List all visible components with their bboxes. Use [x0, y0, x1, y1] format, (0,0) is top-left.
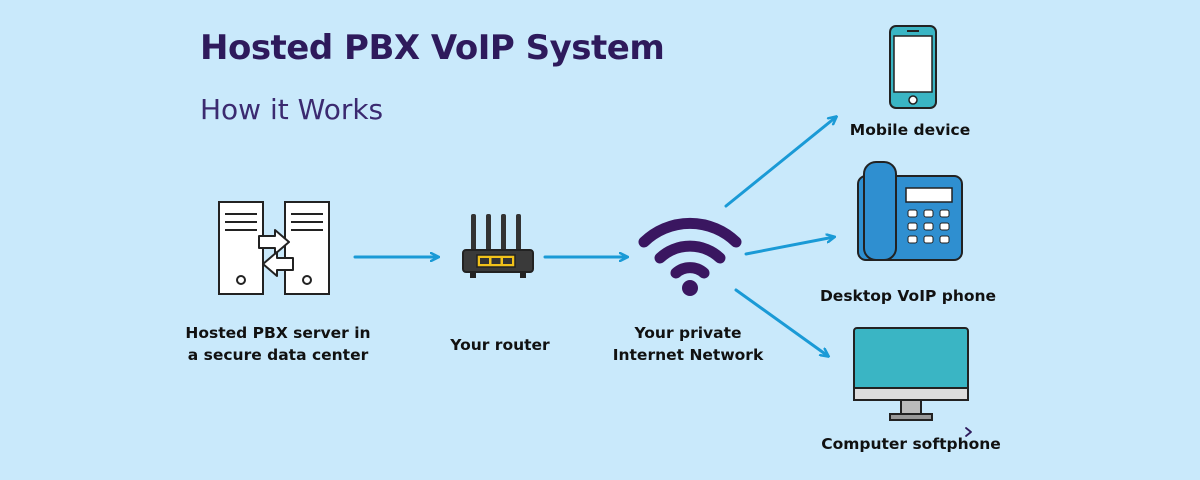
page-subtitle: How it Works [200, 93, 384, 126]
server-icon [218, 201, 330, 295]
softphone-label: Computer softphone [821, 435, 1001, 453]
mobile-label: Mobile device [849, 121, 971, 139]
monitor-icon [853, 327, 969, 421]
mobile-phone-icon [889, 25, 937, 109]
desk-phone-icon [857, 161, 963, 261]
server-label-line1: Hosted PBX server in [185, 324, 371, 342]
network-label-line2: Internet Network [612, 346, 764, 364]
router-label: Your router [450, 336, 550, 354]
desk-phone-label: Desktop VoIP phone [819, 287, 997, 305]
network-label: Your private Internet Network [598, 322, 778, 366]
wifi-icon [638, 217, 742, 296]
arrow-network-to-desk-phone [744, 237, 834, 256]
router-icon [462, 214, 534, 278]
arrow-network-to-mobile [724, 117, 836, 208]
server-label-line2: a secure data center [187, 346, 369, 364]
arrow-network-to-softphone [734, 288, 828, 356]
network-label-line1: Your private [634, 324, 742, 342]
page-title: Hosted PBX VoIP System [200, 28, 665, 68]
chevron-right-icon [965, 427, 972, 437]
server-label: Hosted PBX server in a secure data cente… [178, 322, 378, 366]
